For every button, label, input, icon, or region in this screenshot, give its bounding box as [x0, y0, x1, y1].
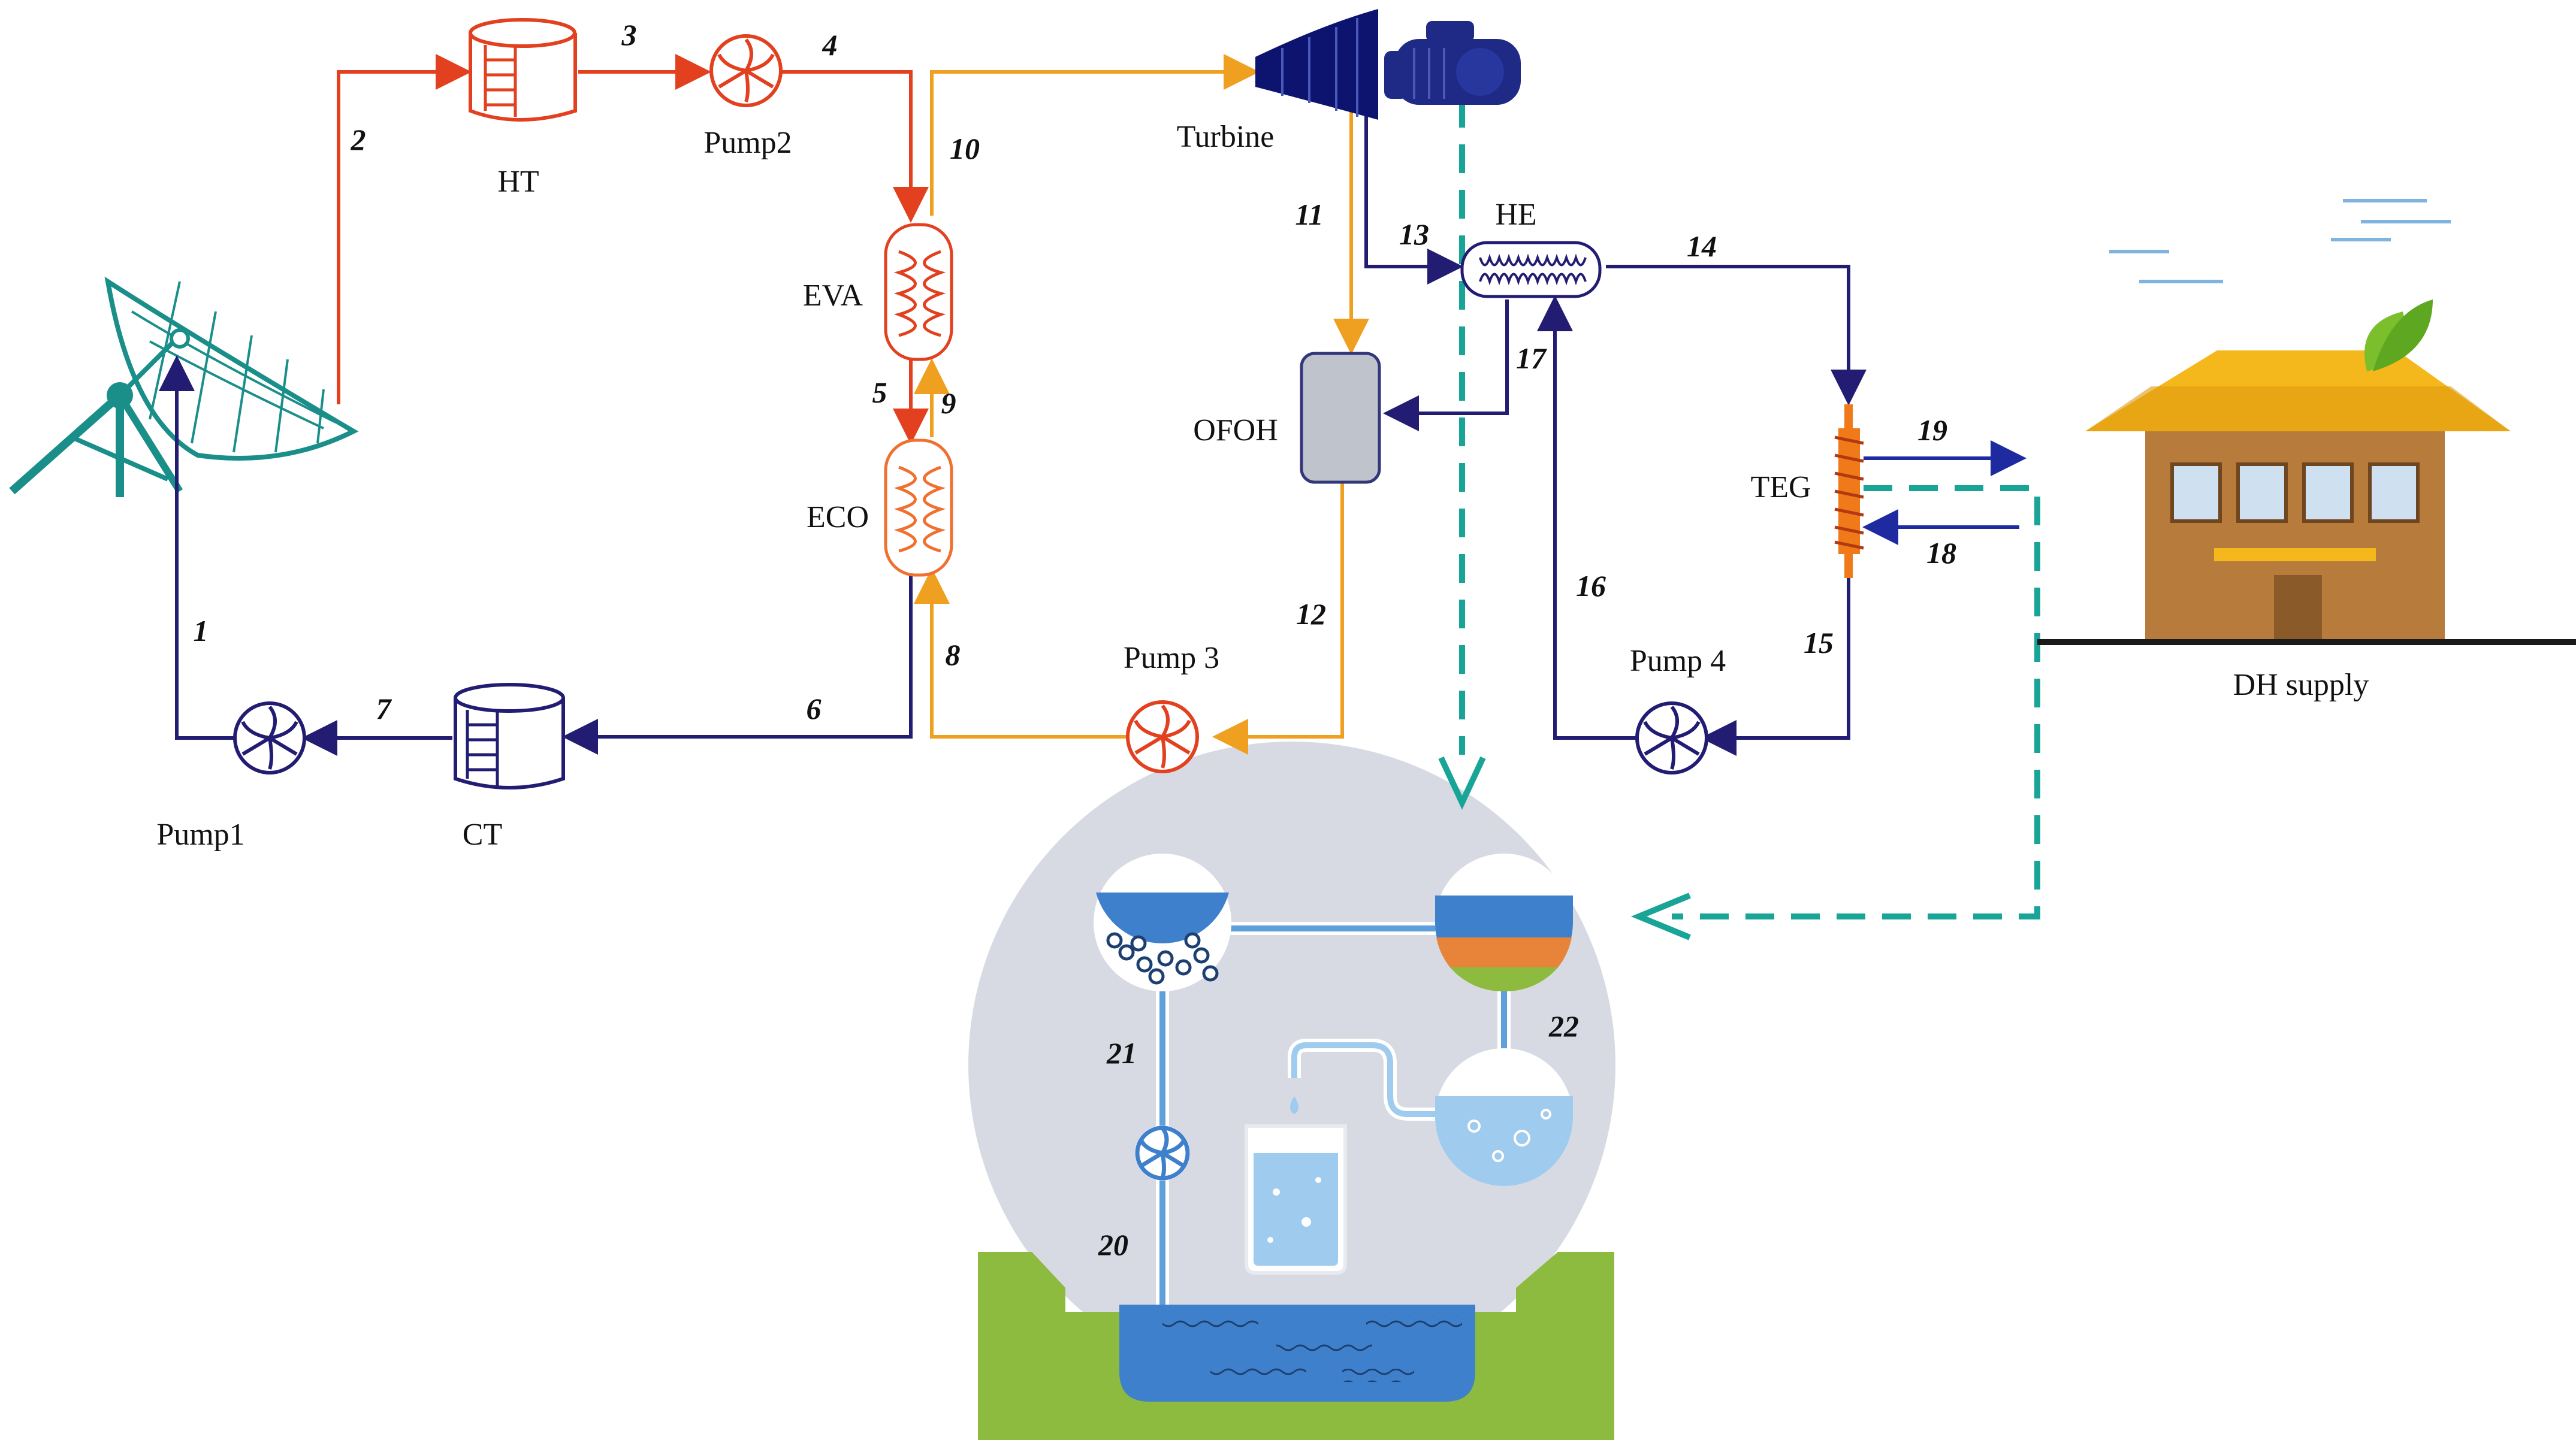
stream-4-label: 4 — [822, 28, 838, 62]
stream-14-line — [1606, 265, 1867, 406]
teg-power-arrowhead — [1630, 893, 1691, 940]
basin-ripples — [1210, 1366, 1306, 1379]
stream-6-label: 6 — [807, 692, 822, 725]
freshwater-flask — [1435, 1048, 1573, 1186]
hot-tank-icon — [469, 18, 577, 122]
stream-3-label: 3 — [621, 18, 637, 52]
label-eco: ECO — [807, 500, 869, 534]
label-ht: HT — [497, 165, 539, 199]
stream-19-label: 19 — [1917, 413, 1947, 447]
stream-12-label: 12 — [1296, 597, 1326, 631]
water-drop — [1290, 1096, 1298, 1114]
ofoh-vessel-icon — [1300, 352, 1381, 484]
label-pump1: Pump1 — [156, 818, 244, 852]
turbine-icon — [1255, 9, 1521, 120]
stream-22-label: 22 — [1548, 1009, 1579, 1043]
stream-8-label: 8 — [946, 638, 961, 671]
desalination-unit — [968, 742, 1615, 1440]
basin-ripples — [1162, 1318, 1258, 1331]
basin-ripples — [1276, 1342, 1372, 1355]
label-ofoh: OFOH — [1193, 413, 1278, 447]
label-pump2: Pump2 — [703, 126, 792, 160]
seawater-flask — [1094, 854, 1231, 991]
stream-2-line — [337, 54, 472, 404]
teg-icon — [1834, 404, 1864, 578]
teg-power-link — [1672, 485, 2040, 919]
stream-1-line — [159, 355, 243, 740]
label-pump4: Pump 4 — [1630, 644, 1726, 678]
stream-20-label: 20 — [1098, 1228, 1128, 1261]
stream-13-line — [1364, 111, 1463, 285]
label-pump3: Pump 3 — [1124, 641, 1219, 675]
stream-13-label: 13 — [1399, 217, 1429, 251]
pump3-icon — [1126, 700, 1199, 773]
solar-dish-collector — [9, 276, 359, 497]
stream-8-line — [914, 568, 1138, 739]
stream-14-label: 14 — [1687, 229, 1717, 263]
heat-exchanger-icon — [1460, 241, 1602, 298]
house-icon — [2037, 199, 2576, 645]
stream-4-line — [779, 70, 929, 223]
label-eva: EVA — [803, 279, 863, 313]
pump2-icon — [709, 34, 783, 107]
layered-flask — [1435, 854, 1573, 992]
stream-10-label: 10 — [950, 132, 980, 165]
stream-16-line — [1537, 295, 1636, 740]
stream-6-line — [562, 569, 913, 755]
stream-1-label: 1 — [194, 614, 209, 648]
label-dh-supply: DH supply — [2233, 668, 2369, 702]
stream-10-line — [930, 54, 1260, 216]
stream-16-label: 16 — [1576, 569, 1606, 603]
stream-15-label: 15 — [1804, 626, 1834, 660]
economizer-icon — [884, 438, 953, 577]
stream-12-line — [1212, 482, 1344, 755]
stream-9-label: 9 — [941, 386, 956, 420]
stream-17-label: 17 — [1516, 341, 1547, 375]
turbine-power-arrowhead — [1438, 756, 1486, 810]
basin-ripples — [1366, 1315, 1462, 1328]
label-teg: TEG — [1750, 470, 1811, 504]
stream-2-label: 2 — [351, 123, 366, 156]
pump1-icon — [233, 701, 306, 775]
evaporator-icon — [884, 223, 953, 361]
stream-18-label: 18 — [1926, 536, 1956, 570]
stream-7-label: 7 — [376, 692, 392, 725]
stream-15-line — [1701, 578, 1850, 756]
label-ct: CT — [463, 818, 502, 852]
pipe-product — [1291, 1042, 1444, 1117]
feed-pump-icon — [1135, 1126, 1190, 1181]
cold-tank-icon — [454, 683, 565, 789]
pump4-icon — [1635, 701, 1708, 775]
stream-5-label: 5 — [872, 376, 887, 409]
label-he: HE — [1495, 198, 1536, 232]
stream-17-line — [1383, 300, 1509, 431]
stream-21-label: 21 — [1106, 1036, 1137, 1070]
label-turbine: Turbine — [1177, 120, 1275, 154]
freshwater-beaker — [1245, 1124, 1347, 1275]
basin-ripples — [1342, 1369, 1414, 1382]
stream-11-label: 11 — [1295, 198, 1323, 231]
